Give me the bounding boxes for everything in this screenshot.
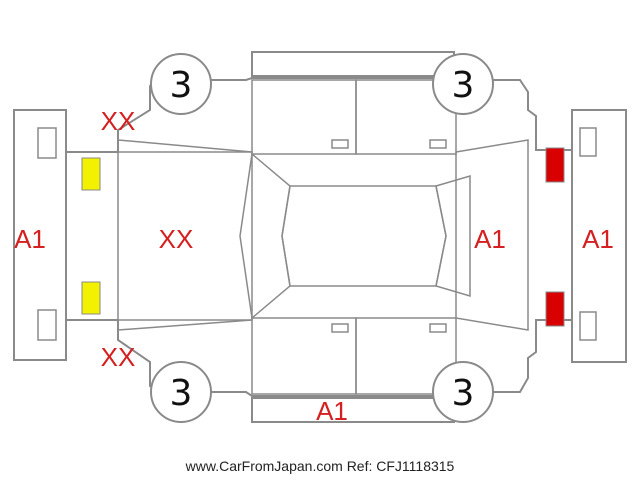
rear-lamp-top [545,147,565,183]
hood-panel [117,151,253,321]
wheel-front-left: 3 [150,53,212,115]
mark-side-bottom: A1 [316,396,348,426]
wheel-front-left-score: 3 [170,65,193,106]
wheel-rear-left-score: 3 [452,65,475,106]
rear-hatch-panel [455,139,529,331]
top-side-rail [251,51,455,77]
mark-hood: XX [159,224,194,254]
footer-watermark: www.CarFromJapan.com Ref: CFJ1118315 [0,458,640,474]
footer-ref: Ref: CFJ1118315 [346,458,455,474]
front-fender-line-top [117,139,253,153]
bottom-side-rail [251,397,455,423]
mark-rear-bumper: A1 [582,224,614,254]
footer-site: www.CarFromJapan.com [185,458,343,474]
mark-rear-hatch: A1 [474,224,506,254]
front-bumper-panel [13,109,67,361]
wheel-rear-right-score: 3 [452,373,475,414]
doors-top [251,79,457,155]
front-lamp-top [81,157,101,191]
rear-lamp-bottom [545,291,565,327]
front-lamp-bottom [81,281,101,315]
rear-glass [435,174,471,298]
doors-bottom [251,317,457,395]
mark-front-bumper: A1 [14,224,46,254]
wheel-front-right: 3 [150,361,212,423]
front-fender-line-bottom [117,319,253,331]
mark-front-fender-bottom: XX [101,342,136,372]
mark-front-fender-top: XX [101,106,136,136]
wheel-front-right-score: 3 [170,373,193,414]
wheel-rear-left: 3 [432,53,494,115]
wheel-rear-right: 3 [432,361,494,423]
